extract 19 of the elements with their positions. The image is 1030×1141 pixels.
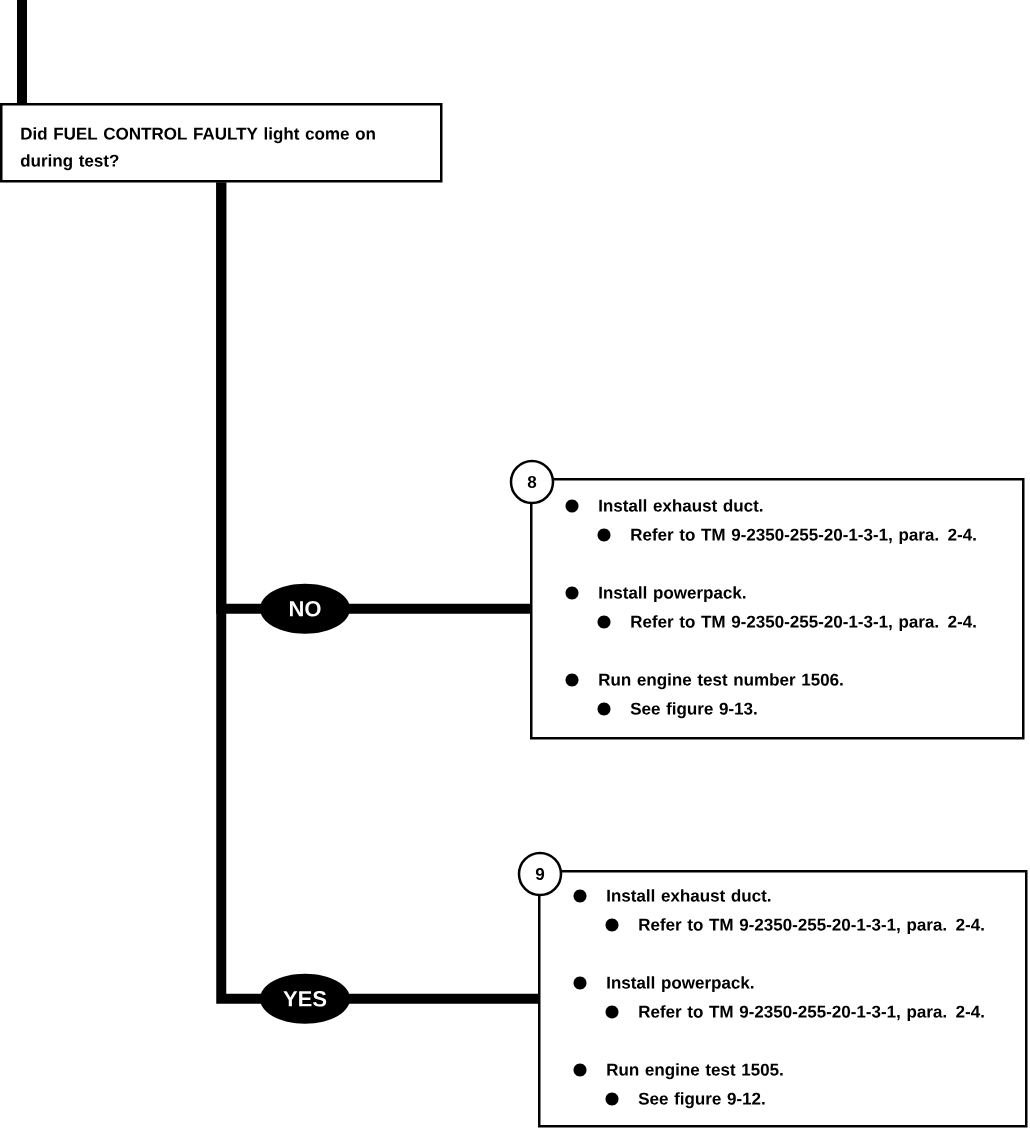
bullet-item: See figure 9-12. xyxy=(605,1092,765,1109)
bullet-item: Run engine test number 1506. xyxy=(565,673,843,690)
edge-label: NO xyxy=(260,583,350,634)
bullet-item: Run engine test 1505. xyxy=(573,1063,783,1080)
bullet-item: Install exhaust duct. xyxy=(573,889,771,903)
connector-line xyxy=(17,0,27,103)
question-text: Did FUEL CONTROL FAULTY light come on during test? xyxy=(20,127,375,171)
bullet-item: Install powerpack. xyxy=(573,976,754,993)
connector-line xyxy=(216,182,538,1004)
bullet-item: Refer to TM 9-2350-255-20-1-3-1, para. 2-4. xyxy=(597,528,976,545)
edge-label: YES xyxy=(260,973,350,1024)
bullet-item: Refer to TM 9-2350-255-20-1-3-1, para. 2-4. xyxy=(605,1005,984,1022)
bullet-item: Install exhaust duct. xyxy=(565,499,763,513)
bullet-item: Install powerpack. xyxy=(565,586,746,603)
bullet-item: Refer to TM 9-2350-255-20-1-3-1, para. 2-4. xyxy=(605,918,984,935)
step-number: 8 xyxy=(509,459,555,505)
step-number: 9 xyxy=(517,851,563,897)
bullet-item: See figure 9-13. xyxy=(597,702,757,719)
bullet-item: Refer to TM 9-2350-255-20-1-3-1, para. 2-4. xyxy=(597,615,976,632)
